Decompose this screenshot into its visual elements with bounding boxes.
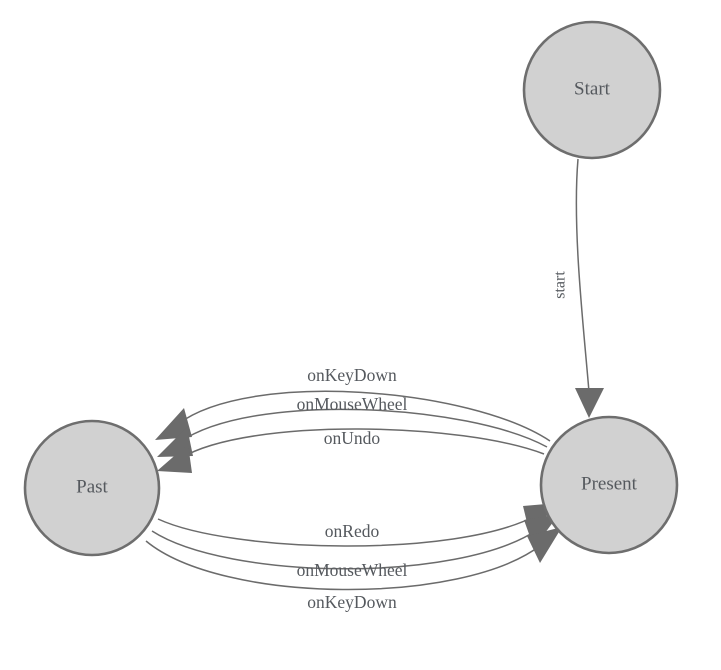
edge-past-to-present-onmousewheel-path: [151, 529, 538, 570]
edge-label-past-present-onredo: onRedo: [325, 521, 380, 541]
edge-past-to-present-onkeydown-path: [145, 540, 542, 591]
edge-label-present-past-onmousewheel: onMouseWheel: [297, 394, 408, 414]
node-past-label: Past: [76, 476, 108, 497]
edge-start-to-present[interactable]: start: [552, 158, 604, 418]
node-start-label: Start: [574, 78, 611, 99]
edge-label-start: start: [552, 271, 569, 299]
node-present[interactable]: Present: [539, 415, 679, 555]
edge-past-to-present-onkeydown-arrowhead: [527, 527, 562, 563]
edge-label-past-present-onkeydown: onKeyDown: [307, 592, 397, 612]
edge-present-to-past-onundo-arrowhead: [157, 444, 192, 473]
edge-present-to-past-onkeydown-path: [177, 390, 551, 442]
edge-past-to-present-onredo-path: [157, 515, 536, 547]
edge-past-to-present-onkeydown[interactable]: onKeyDown: [145, 527, 562, 612]
edge-start-to-present-arrowhead: [575, 388, 604, 418]
node-start-circle: [522, 20, 662, 160]
node-present-circle: [539, 415, 679, 555]
edge-past-to-present-onredo[interactable]: onRedo: [157, 503, 558, 547]
edge-present-to-past-onundo-path: [180, 428, 545, 459]
edge-present-to-past-onmousewheel-path: [179, 408, 548, 448]
edge-start-to-present-path: [575, 158, 590, 393]
node-past[interactable]: Past: [23, 419, 161, 557]
edge-present-to-past-onundo[interactable]: onUndo: [157, 428, 545, 473]
node-past-circle: [23, 419, 161, 557]
edge-label-present-past-onkeydown: onKeyDown: [307, 365, 397, 385]
node-start[interactable]: Start: [522, 20, 662, 160]
edge-label-past-present-onmousewheel: onMouseWheel: [297, 560, 408, 580]
node-present-label: Present: [581, 473, 638, 494]
edge-label-present-past-onundo: onUndo: [324, 428, 381, 448]
